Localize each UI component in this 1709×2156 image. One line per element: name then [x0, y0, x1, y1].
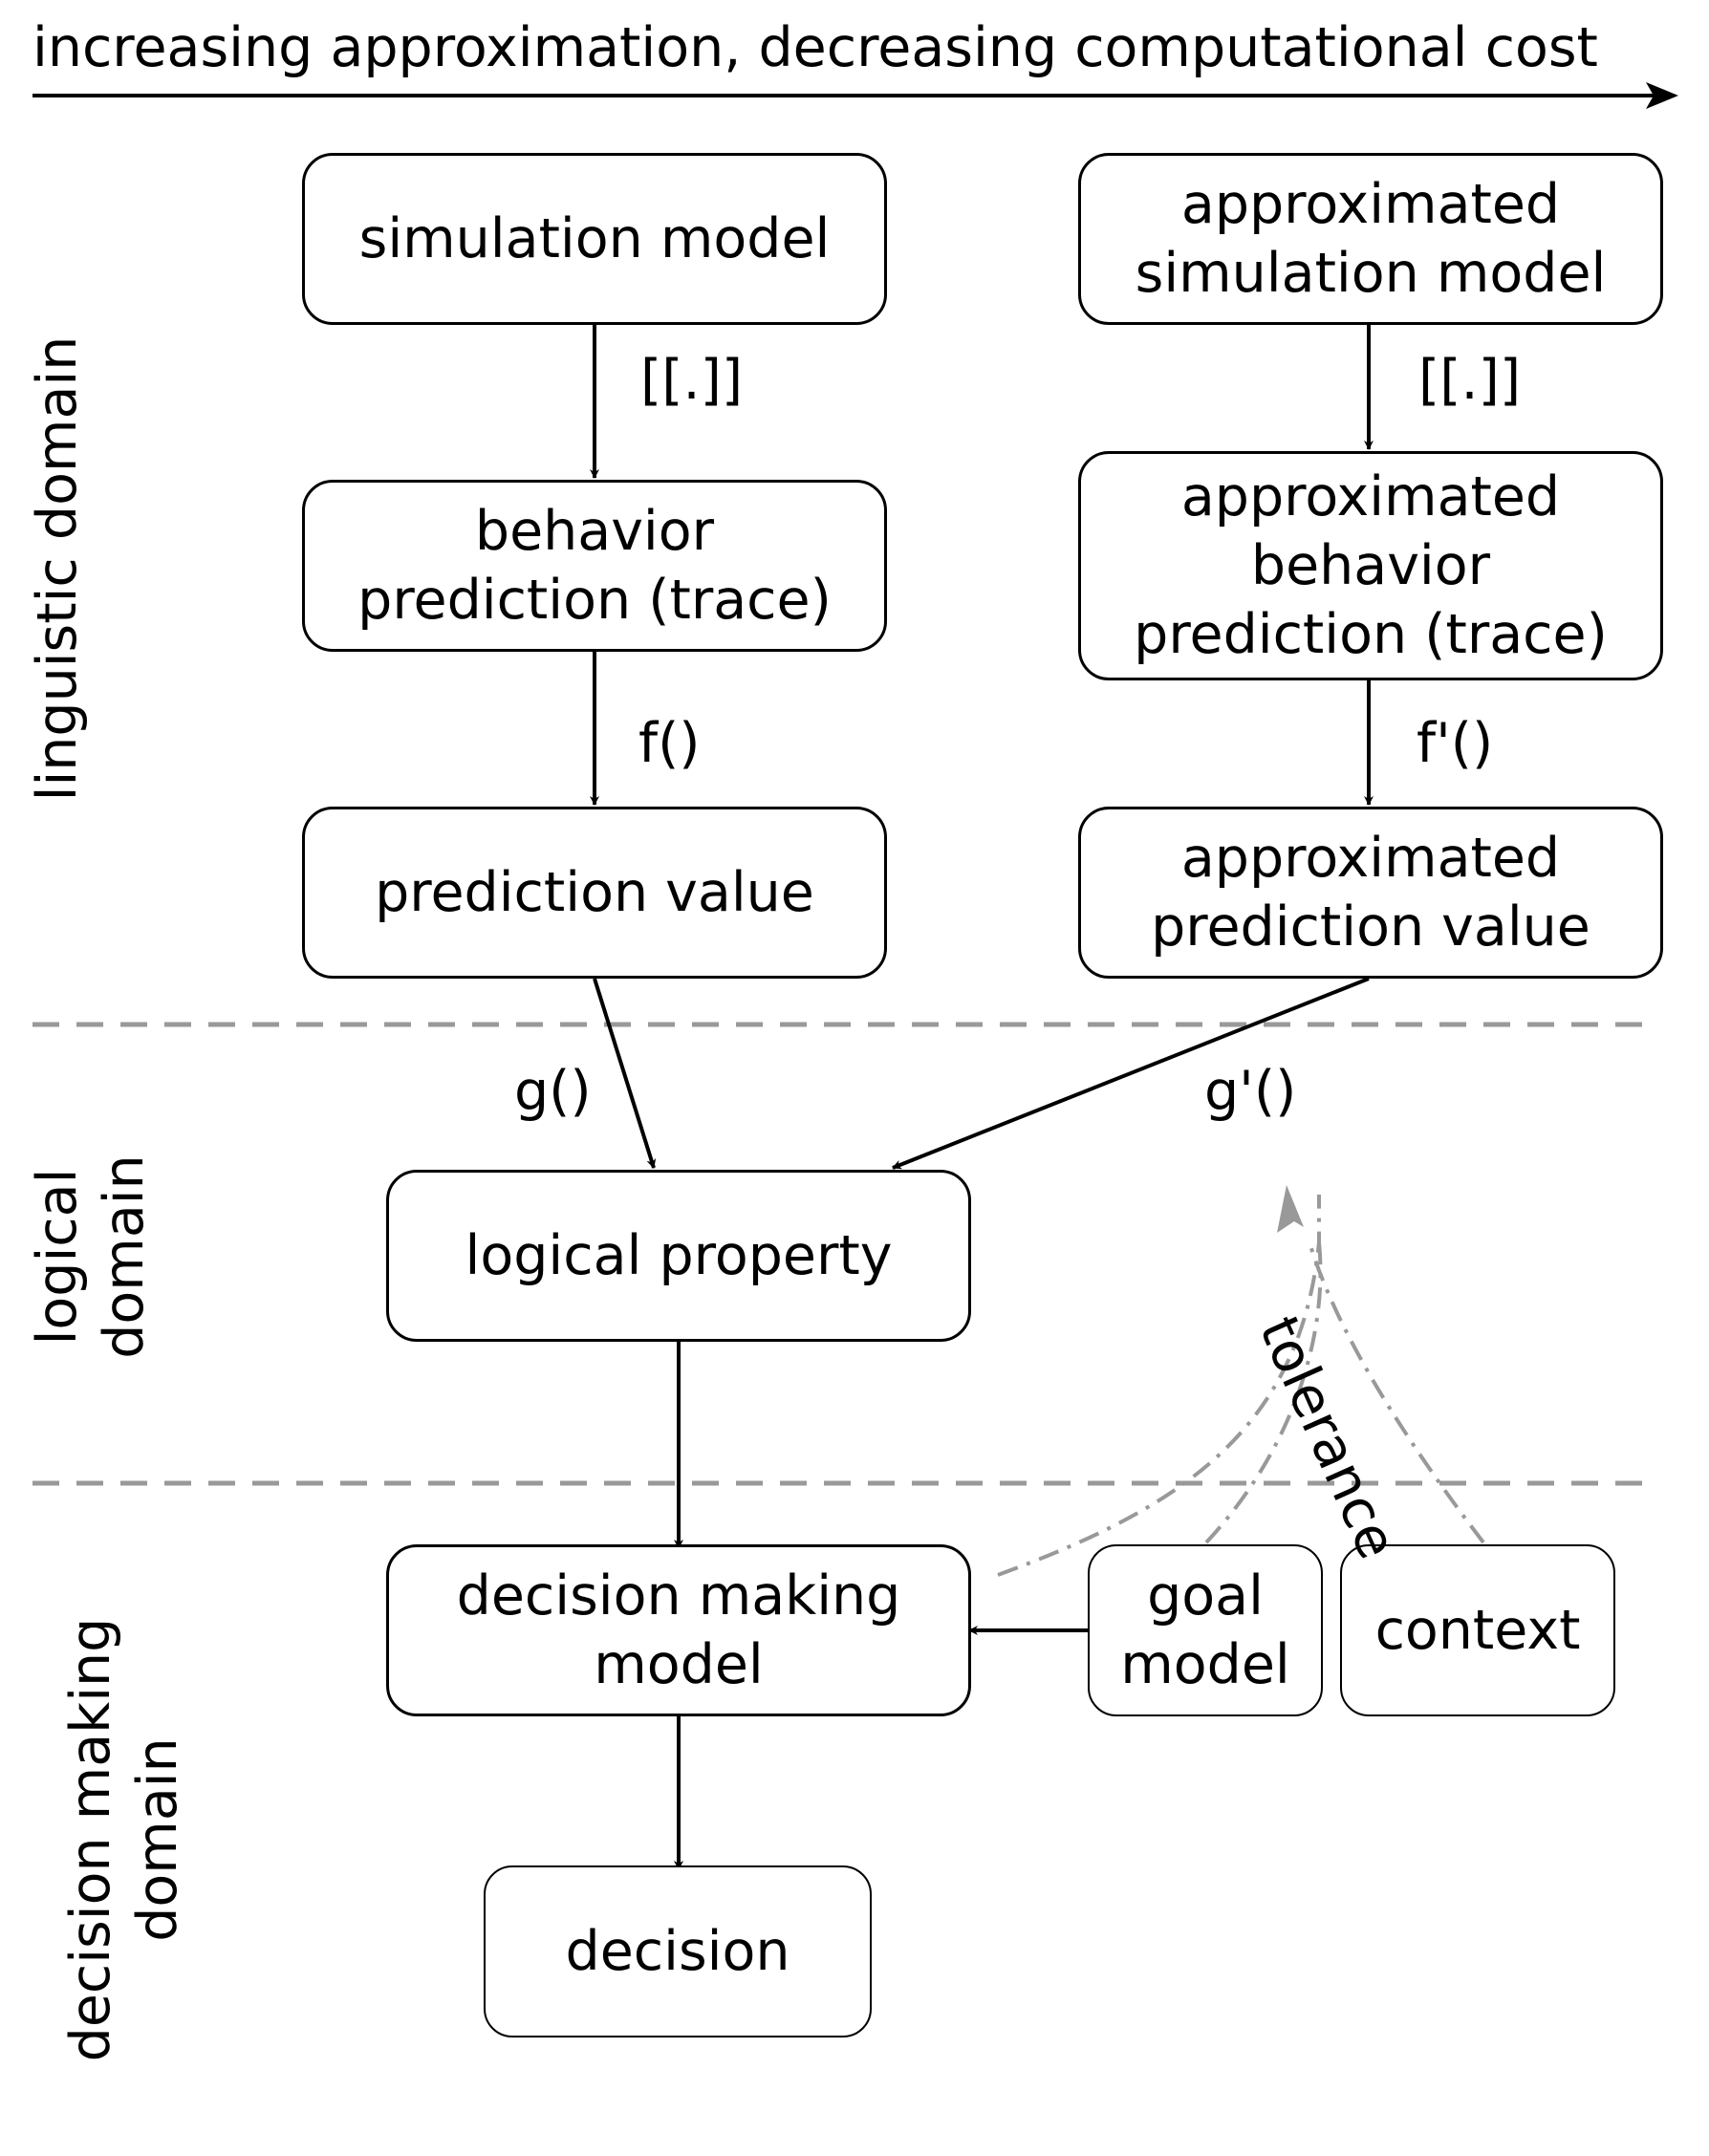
approximation-axis-label: increasing approximation, decreasing com… — [32, 16, 1598, 79]
tolerance-arrowhead — [1277, 1185, 1304, 1233]
node-logical-property[interactable]: logical property — [386, 1170, 971, 1342]
node-simulation-model[interactable]: simulation model — [302, 153, 887, 325]
node-approx-simulation-model[interactable]: approximated simulation model — [1078, 153, 1663, 325]
domain-label-linguistic: linguistic domain — [26, 335, 89, 802]
edge-label-f: f() — [638, 712, 701, 775]
arrow-g-prime — [892, 977, 1370, 1170]
node-approx-behavior-prediction[interactable]: approximated behavior prediction (trace) — [1078, 451, 1663, 680]
node-behavior-prediction[interactable]: behavior prediction (trace) — [302, 480, 887, 652]
node-prediction-value[interactable]: prediction value — [302, 807, 887, 979]
edge-label-semantics-left: [[.]] — [640, 349, 744, 412]
tolerance-curve-context — [1308, 1241, 1485, 1544]
edge-label-semantics-right: [[.]] — [1418, 349, 1522, 412]
domain-label-logical: logical domain — [26, 1154, 156, 1359]
node-context[interactable]: context — [1340, 1544, 1615, 1716]
edge-label-g: g() — [514, 1060, 592, 1123]
approximation-axis-arrowhead — [1646, 82, 1678, 109]
domain-label-decision: decision making domain — [59, 1617, 189, 2062]
tolerance-curve-goal-model — [1204, 1241, 1323, 1544]
edge-label-f-prime: f'() — [1417, 712, 1494, 775]
node-decision[interactable]: decision — [484, 1865, 872, 2037]
edge-label-g-prime: g'() — [1204, 1060, 1297, 1123]
node-approx-prediction-value[interactable]: approximated prediction value — [1078, 807, 1663, 979]
arrow-g — [593, 978, 657, 1169]
node-decision-making-model[interactable]: decision making model — [386, 1544, 971, 1716]
node-goal-model[interactable]: goal model — [1088, 1544, 1323, 1716]
